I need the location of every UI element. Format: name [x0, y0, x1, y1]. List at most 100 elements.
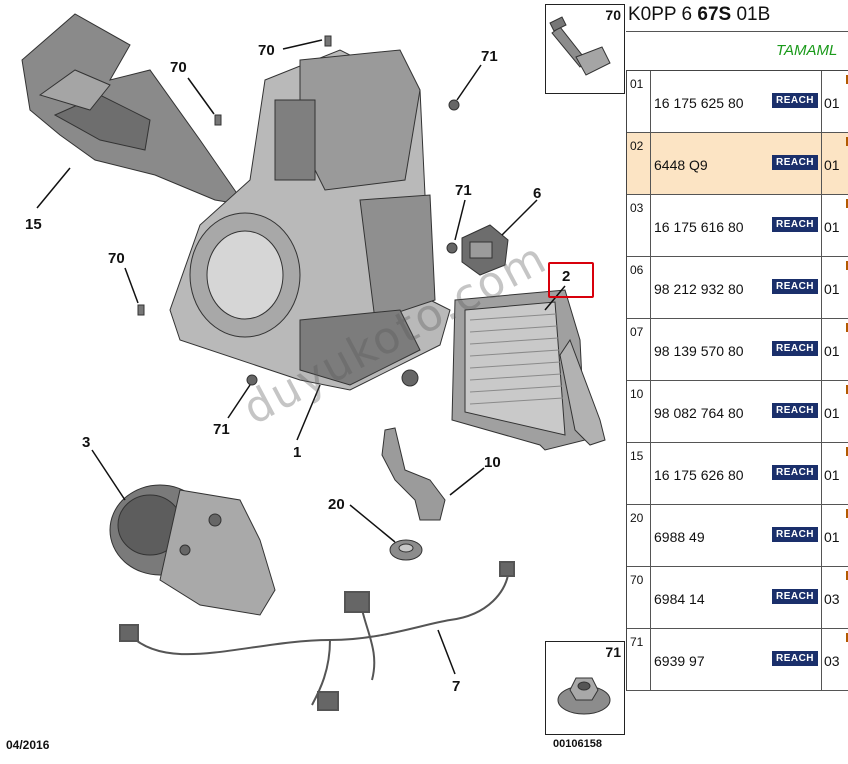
part-71-nuts[interactable] [246, 99, 460, 386]
ref-cell: 02 [627, 133, 651, 194]
part-number[interactable]: 16 175 616 80 [654, 219, 744, 235]
part-number[interactable]: 6448 Q9 [654, 157, 708, 173]
qty-cell: 01 [822, 257, 848, 318]
inset-nut-71[interactable]: 71 [545, 641, 625, 735]
reach-badge[interactable]: REACH [772, 155, 818, 170]
ref-number: 07 [630, 325, 644, 339]
callout-3-9[interactable]: 3 [82, 434, 91, 451]
part-number[interactable]: 98 139 570 80 [654, 343, 744, 359]
part-70-clips[interactable] [137, 35, 332, 316]
part-number[interactable]: 6939 97 [654, 653, 705, 669]
callout-71-2[interactable]: 71 [481, 48, 498, 65]
part-cell: 16 175 616 80 REACH [651, 195, 822, 256]
ref-cell: 10 [627, 381, 651, 442]
qty-value: 03 [824, 591, 840, 607]
part-number[interactable]: 6984 14 [654, 591, 705, 607]
reach-badge[interactable]: REACH [772, 341, 818, 356]
callout-15-3[interactable]: 15 [25, 216, 42, 233]
ref-number: 10 [630, 387, 644, 401]
qty-value: 01 [824, 529, 840, 545]
ref-number: 70 [630, 573, 644, 587]
part-3-blower-motor[interactable] [109, 484, 276, 616]
ref-cell: 71 [627, 629, 651, 690]
callout-2-highlight-box[interactable] [548, 262, 594, 298]
table-row[interactable]: 70 6984 14 REACH 03 [627, 567, 848, 629]
reach-badge[interactable]: REACH [772, 217, 818, 232]
qty-cell: 01 [822, 71, 848, 132]
table-row[interactable]: 07 98 139 570 80 REACH 01 [627, 319, 848, 381]
leader-lines [36, 39, 566, 675]
qty-cell: 01 [822, 505, 848, 566]
part-15-air-duct[interactable] [21, 13, 247, 206]
part-cell: 6448 Q9 REACH [651, 133, 822, 194]
ref-cell: 07 [627, 319, 651, 380]
info-marker-icon [846, 75, 848, 84]
reach-badge[interactable]: REACH [772, 527, 818, 542]
callout-70-0[interactable]: 70 [258, 42, 275, 59]
callout-2-7[interactable]: 2 [562, 268, 571, 285]
part-number[interactable]: 6988 49 [654, 529, 705, 545]
panel-title: K0PP 6 67S 01B [628, 4, 770, 26]
part-number[interactable]: 98 212 932 80 [654, 281, 744, 297]
info-marker-icon [846, 385, 848, 394]
qty-value: 01 [824, 467, 840, 483]
ref-cell: 15 [627, 443, 651, 504]
part-10-drain-pipe[interactable] [381, 427, 446, 521]
callout-71-4[interactable]: 71 [455, 182, 472, 199]
info-marker-icon [846, 199, 848, 208]
callout-10-11[interactable]: 10 [484, 454, 501, 471]
inset-clip-70[interactable]: 70 [545, 4, 625, 94]
callout-70-1[interactable]: 70 [170, 59, 187, 76]
reach-badge[interactable]: REACH [772, 651, 818, 666]
panel-subtitle-bar: TAMAML [626, 32, 848, 70]
reach-badge[interactable]: REACH [772, 465, 818, 480]
info-marker-icon [846, 323, 848, 332]
panel-subtitle: TAMAML [776, 42, 838, 59]
part-cell: 98 139 570 80 REACH [651, 319, 822, 380]
part-cell: 98 082 764 80 REACH [651, 381, 822, 442]
part-number[interactable]: 98 082 764 80 [654, 405, 744, 421]
inset-clip-70-number: 70 [605, 7, 621, 23]
part-number[interactable]: 16 175 625 80 [654, 95, 744, 111]
info-marker-icon [846, 261, 848, 270]
info-marker-icon [846, 137, 848, 146]
qty-cell: 03 [822, 629, 848, 690]
diagram-drawing [21, 13, 606, 711]
ref-cell: 20 [627, 505, 651, 566]
qty-value: 01 [824, 157, 840, 173]
qty-cell: 01 [822, 195, 848, 256]
reach-badge[interactable]: REACH [772, 93, 818, 108]
reach-badge[interactable]: REACH [772, 403, 818, 418]
callout-71-8[interactable]: 71 [213, 421, 230, 438]
callout-20-12[interactable]: 20 [328, 496, 345, 513]
info-marker-icon [846, 447, 848, 456]
callout-7-13[interactable]: 7 [452, 678, 461, 695]
part-2-heater-core[interactable] [451, 289, 606, 451]
qty-value: 01 [824, 343, 840, 359]
reach-badge[interactable]: REACH [772, 589, 818, 604]
panel-title-bold: 67S [697, 4, 732, 25]
qty-value: 01 [824, 95, 840, 111]
ref-number: 06 [630, 263, 644, 277]
part-1-heater-housing[interactable] [169, 49, 451, 391]
table-row[interactable]: 06 98 212 932 80 REACH 01 [627, 257, 848, 319]
diagram-reference-number: 00106158 [553, 738, 602, 750]
info-marker-icon [846, 633, 848, 642]
part-number[interactable]: 16 175 626 80 [654, 467, 744, 483]
part-cell: 98 212 932 80 REACH [651, 257, 822, 318]
part-7-wiring-harness[interactable] [119, 561, 515, 711]
callout-6-5[interactable]: 6 [533, 185, 542, 202]
part-20-grommet[interactable] [389, 539, 423, 561]
callout-70-6[interactable]: 70 [108, 250, 125, 267]
callout-1-10[interactable]: 1 [293, 444, 302, 461]
part-6-actuator[interactable] [461, 224, 509, 276]
nut-71-icon [557, 677, 611, 715]
reach-badge[interactable]: REACH [772, 279, 818, 294]
